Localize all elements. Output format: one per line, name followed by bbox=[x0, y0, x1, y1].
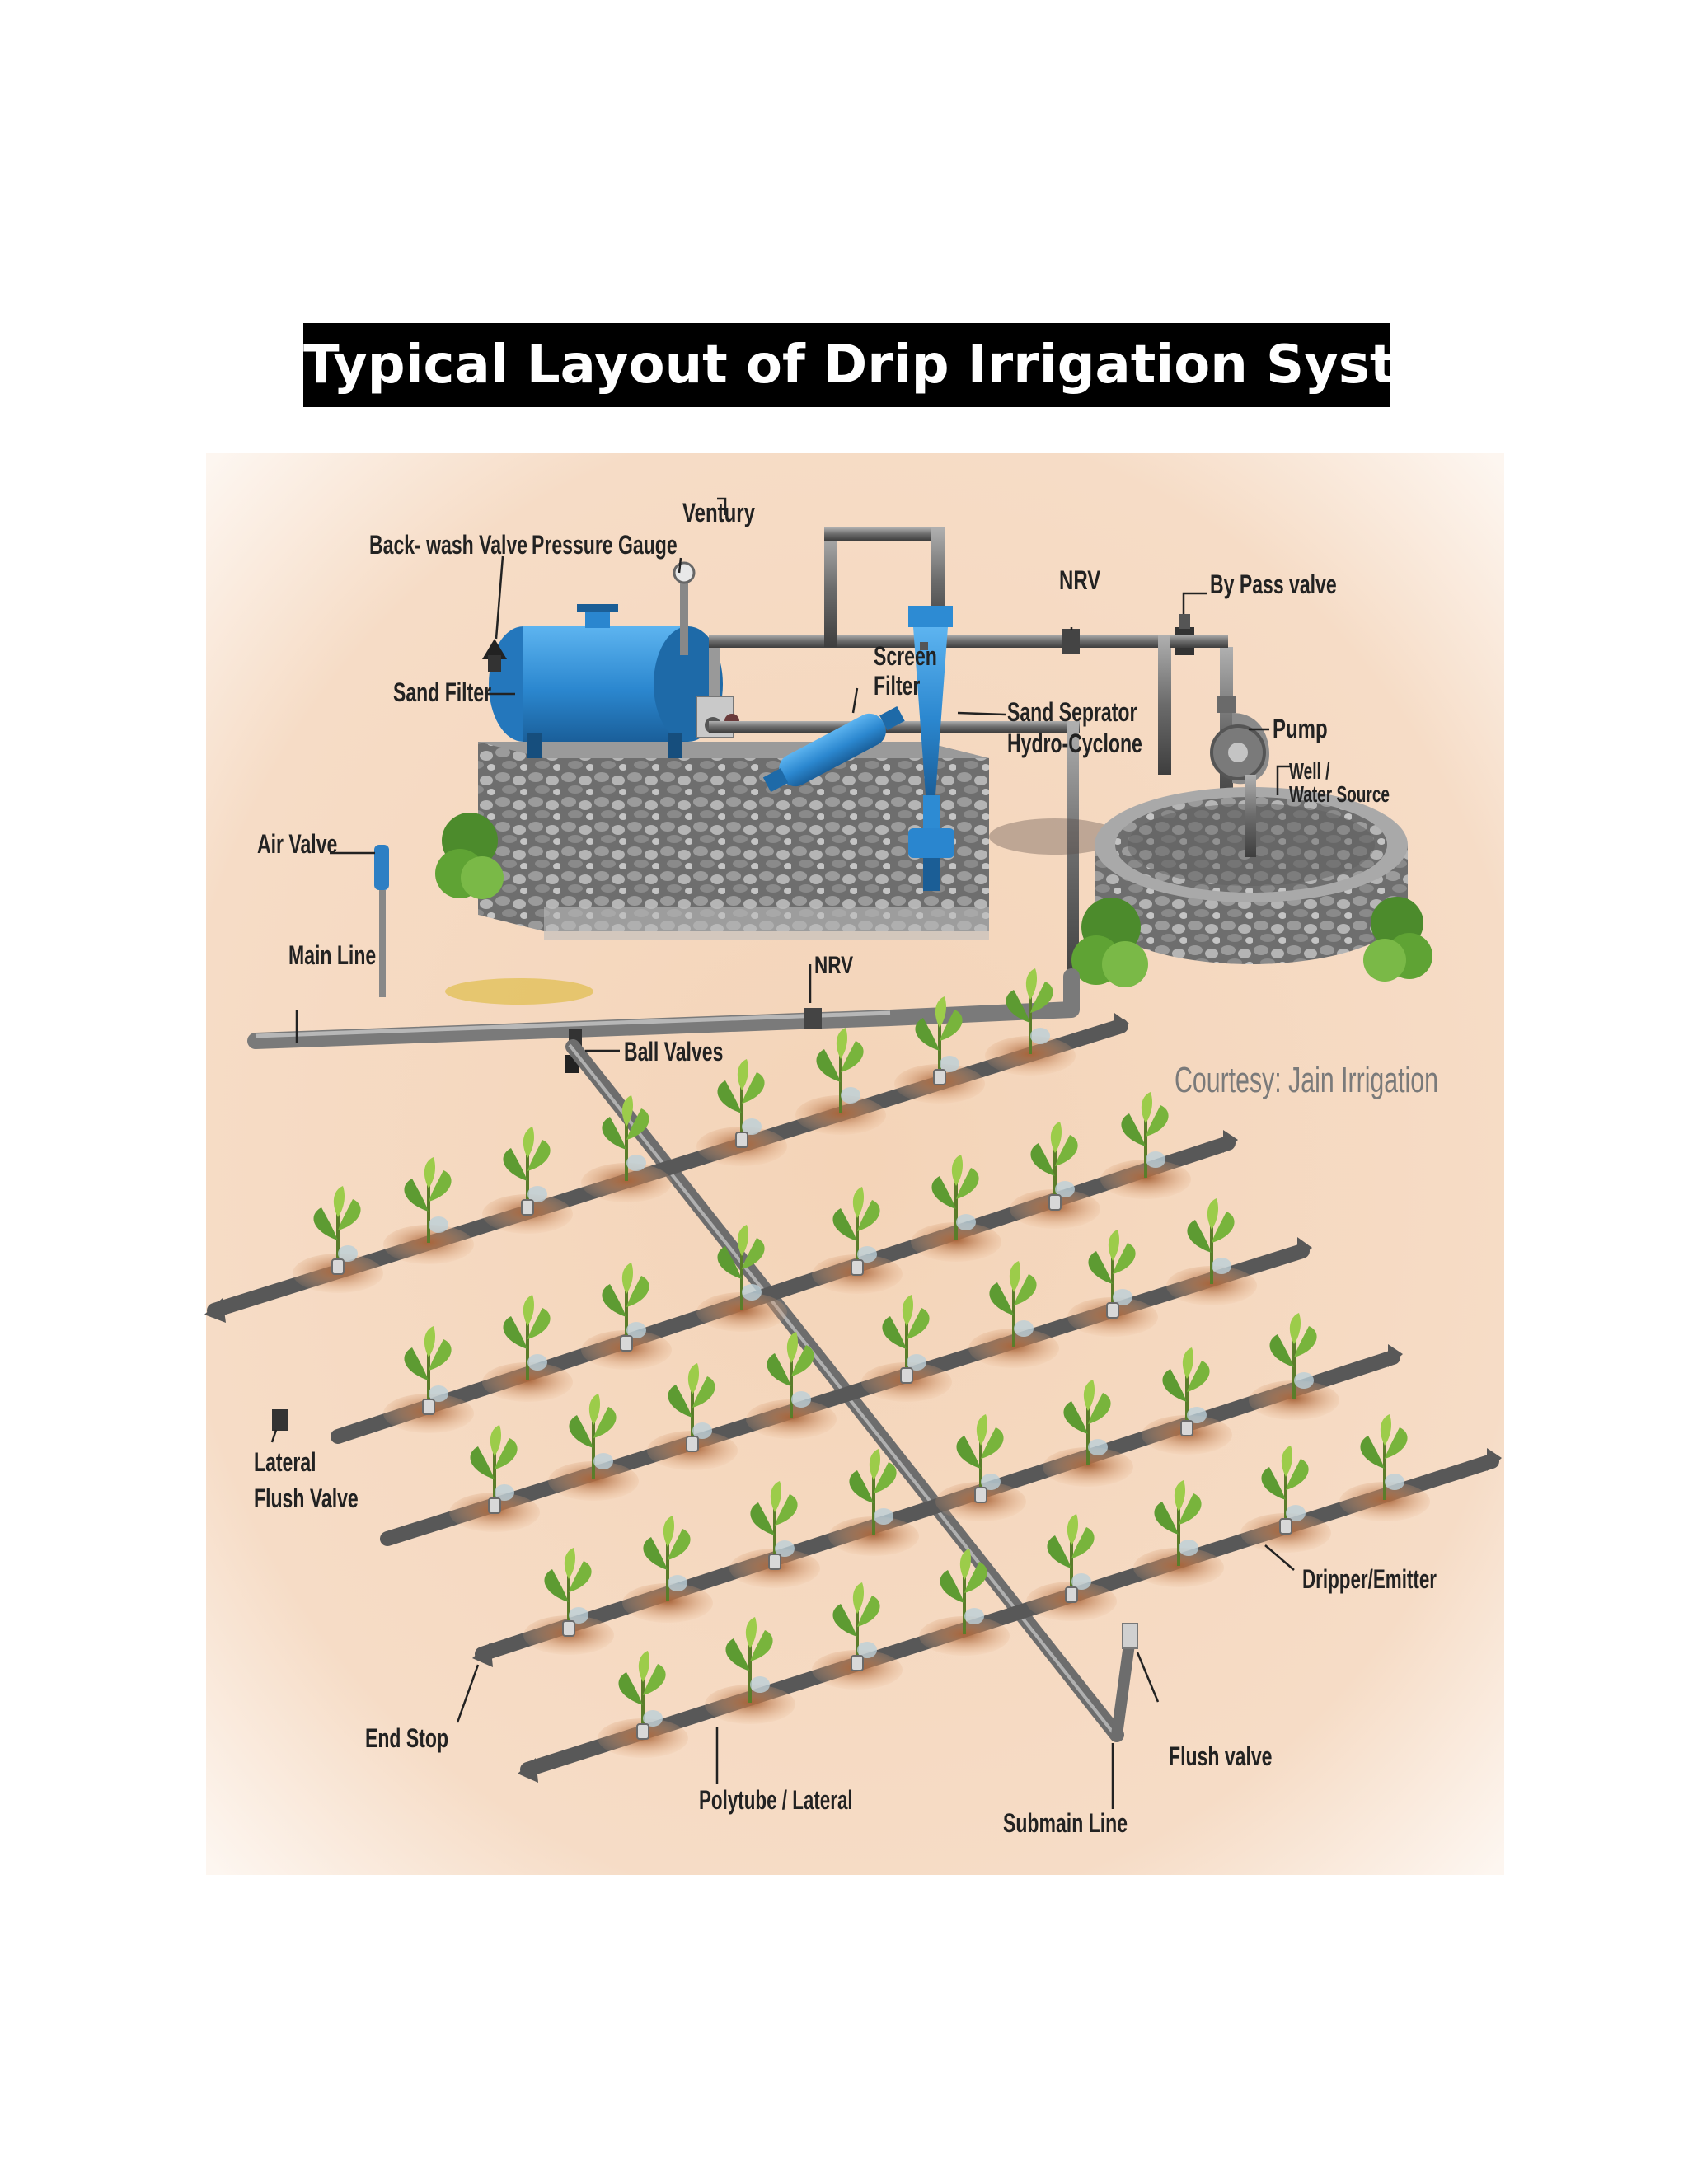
backwash-valve bbox=[482, 639, 507, 672]
label-screen-filter: Screen Filter bbox=[874, 641, 937, 701]
bush-well-right bbox=[1363, 897, 1432, 982]
label-polytube-lateral: Polytube / Lateral bbox=[699, 1785, 853, 1815]
page-title: Typical Layout of Drip Irrigation System bbox=[303, 323, 1486, 407]
svg-text:NRV: NRV bbox=[814, 951, 853, 979]
svg-text:Submain Line: Submain Line bbox=[1003, 1808, 1128, 1838]
label-end-stop: End Stop bbox=[365, 1723, 448, 1753]
label-venturi: Ventury bbox=[682, 498, 755, 527]
label-ball-valves: Ball Valves bbox=[624, 1037, 723, 1066]
label-pump: Pump bbox=[1273, 714, 1328, 743]
svg-text:Air Valve: Air Valve bbox=[257, 829, 337, 859]
flush-valve bbox=[1111, 1623, 1138, 1741]
yellow-patch bbox=[445, 978, 593, 1005]
svg-text:Lateral: Lateral bbox=[254, 1447, 316, 1477]
label-backwash-valve: Back- wash Valve bbox=[369, 530, 528, 560]
svg-text:Polytube / Lateral: Polytube / Lateral bbox=[699, 1785, 853, 1815]
label-pressure-gauge: Pressure Gauge bbox=[532, 530, 678, 560]
lateral-flush-valve bbox=[272, 1409, 288, 1431]
svg-text:Main Line: Main Line bbox=[288, 940, 376, 970]
svg-text:End Stop: End Stop bbox=[365, 1723, 448, 1753]
air-valve bbox=[374, 845, 389, 997]
svg-text:Water Source: Water Source bbox=[1289, 781, 1390, 808]
hydro-cyclone bbox=[908, 606, 954, 891]
label-dripper-emitter: Dripper/Emitter bbox=[1302, 1564, 1437, 1594]
label-main-line: Main Line bbox=[288, 940, 376, 970]
svg-text:Well /: Well / bbox=[1289, 758, 1330, 785]
label-nrv-main: NRV bbox=[814, 951, 853, 979]
courtesy-note: Courtesy: Jain Irrigation bbox=[1175, 1060, 1438, 1100]
svg-text:Hydro-Cyclone: Hydro-Cyclone bbox=[1007, 729, 1142, 758]
svg-text:Filter: Filter bbox=[874, 671, 920, 701]
svg-text:Flush valve: Flush valve bbox=[1169, 1741, 1272, 1771]
end-stops bbox=[204, 1013, 1502, 1783]
well-water-source bbox=[1095, 775, 1408, 964]
svg-text:Ball Valves: Ball Valves bbox=[624, 1037, 723, 1066]
screen-filter bbox=[762, 706, 905, 793]
svg-text:NRV: NRV bbox=[1059, 565, 1100, 595]
bush-well-left bbox=[1071, 898, 1148, 987]
drip-irrigation-diagram: Ventury Back- wash Valve Pressure Gauge … bbox=[198, 449, 1504, 1875]
svg-text:Sand Filter: Sand Filter bbox=[393, 677, 491, 707]
label-well: Well / Water Source bbox=[1289, 758, 1390, 808]
label-lateral-flush-valve: Lateral Flush Valve bbox=[254, 1447, 359, 1513]
svg-text:Screen: Screen bbox=[874, 641, 937, 671]
svg-text:Pressure Gauge: Pressure Gauge bbox=[532, 530, 678, 560]
label-sand-filter: Sand Filter bbox=[393, 677, 491, 707]
svg-text:Flush Valve: Flush Valve bbox=[254, 1483, 359, 1513]
leader-lines bbox=[270, 497, 1295, 1809]
soil-background bbox=[206, 453, 1504, 1875]
svg-text:Ventury: Ventury bbox=[682, 498, 755, 527]
label-bypass-valve: By Pass valve bbox=[1210, 569, 1337, 599]
svg-text:By Pass valve: By Pass valve bbox=[1210, 569, 1337, 599]
svg-text:Pump: Pump bbox=[1273, 714, 1328, 743]
label-nrv-top: NRV bbox=[1059, 565, 1100, 595]
svg-text:Back- wash Valve: Back- wash Valve bbox=[369, 530, 528, 560]
svg-text:Dripper/Emitter: Dripper/Emitter bbox=[1302, 1564, 1437, 1594]
label-flush-valve: Flush valve bbox=[1169, 1741, 1272, 1771]
label-submain-line: Submain Line bbox=[1003, 1808, 1128, 1838]
label-sand-separator: Sand Seprator Hydro-Cyclone bbox=[1007, 697, 1142, 758]
svg-text:Sand Seprator: Sand Seprator bbox=[1007, 697, 1137, 727]
nrv-main-valve bbox=[804, 1008, 822, 1029]
sand-filter-tank bbox=[489, 604, 723, 758]
label-air-valve: Air Valve bbox=[257, 829, 337, 859]
pump bbox=[1170, 635, 1269, 812]
bush-left bbox=[435, 813, 504, 899]
nrv-top-valve bbox=[1062, 629, 1080, 654]
